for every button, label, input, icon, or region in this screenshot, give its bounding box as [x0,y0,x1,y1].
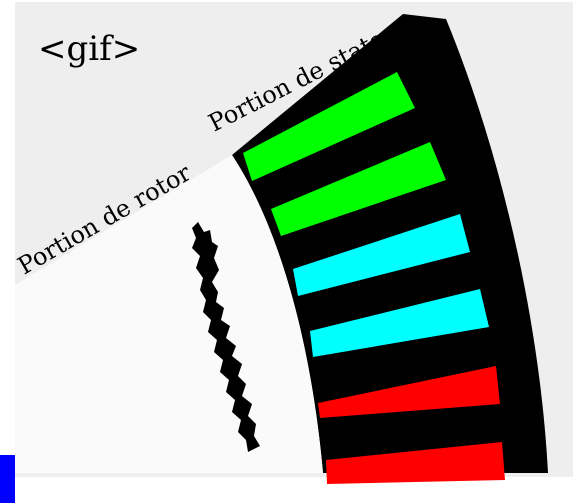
stator-coils [243,72,505,484]
coil-phase-3-6 [326,442,505,484]
coil-phase-1-2 [271,142,446,236]
rotor-bar [192,222,260,452]
coil-phase-3-5 [318,366,500,418]
rotor-body [15,155,323,473]
coil-phase-1-1 [243,72,415,181]
gif-tag-label: <gif> [38,29,140,69]
corner-marker [0,455,15,503]
coil-phase-2-4 [310,289,489,357]
coil-phase-2-3 [293,214,470,296]
